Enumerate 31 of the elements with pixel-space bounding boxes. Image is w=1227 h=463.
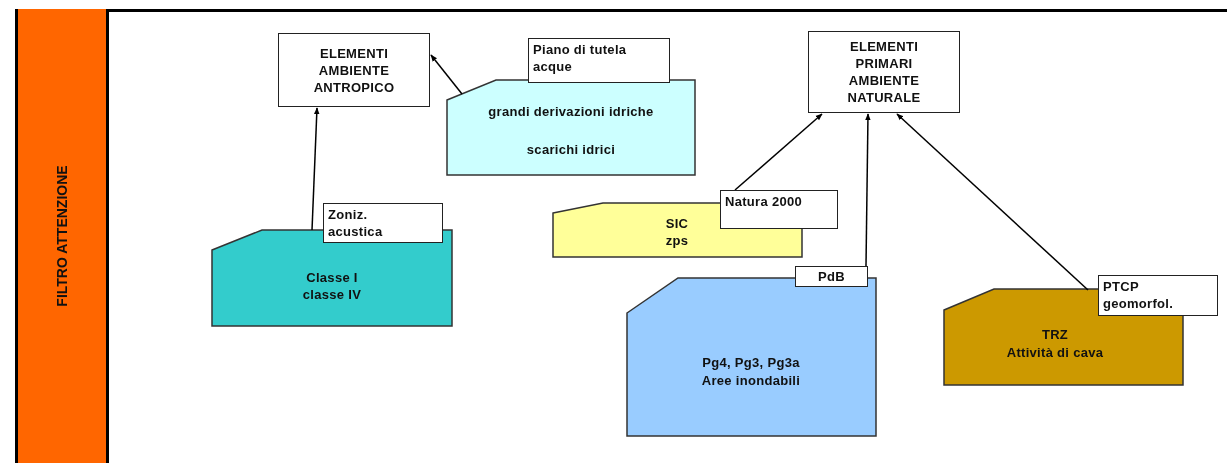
arrow	[311, 107, 320, 231]
shape-label: scarichi idrici	[526, 141, 616, 158]
tag-box	[528, 38, 670, 83]
shape-label: SIC zps	[664, 215, 690, 249]
box-title: ELEMENTI PRIMARI AMBIENTE NATURALE	[846, 38, 922, 106]
shape-label: grandi derivazioni idriche	[488, 103, 654, 120]
tag-label: Piano di tutela acque	[533, 41, 628, 75]
shape-label: Pg4, Pg3, Pg3a	[701, 354, 801, 371]
category-box	[278, 33, 430, 107]
arrow	[430, 54, 463, 95]
tab-shape	[447, 80, 695, 175]
arrow	[865, 113, 871, 267]
tag-box	[795, 266, 868, 287]
tag-box	[720, 190, 838, 229]
shape-label: Classe I classe IV	[301, 269, 363, 303]
tag-label: PTCP geomorfol.	[1103, 278, 1175, 312]
tag-label: Natura 2000	[725, 193, 802, 210]
arrow	[896, 113, 1089, 291]
category-box	[808, 31, 960, 113]
tab-shape	[944, 289, 1183, 385]
side-band	[15, 9, 109, 463]
shape-label: Attività di cava	[1006, 344, 1104, 361]
band-title: FILTRO ATTENZIONE	[54, 165, 70, 307]
tag-box	[323, 203, 443, 243]
tag-label: PdB	[818, 268, 845, 285]
arrow	[734, 113, 823, 191]
shape-label: TRZ	[1041, 326, 1069, 343]
shape-label: Aree inondabili	[700, 372, 802, 389]
tag-label: Zoniz. acustica	[328, 206, 384, 240]
box-title: ELEMENTI AMBIENTE ANTROPICO	[312, 44, 396, 96]
tag-box	[1098, 275, 1218, 316]
